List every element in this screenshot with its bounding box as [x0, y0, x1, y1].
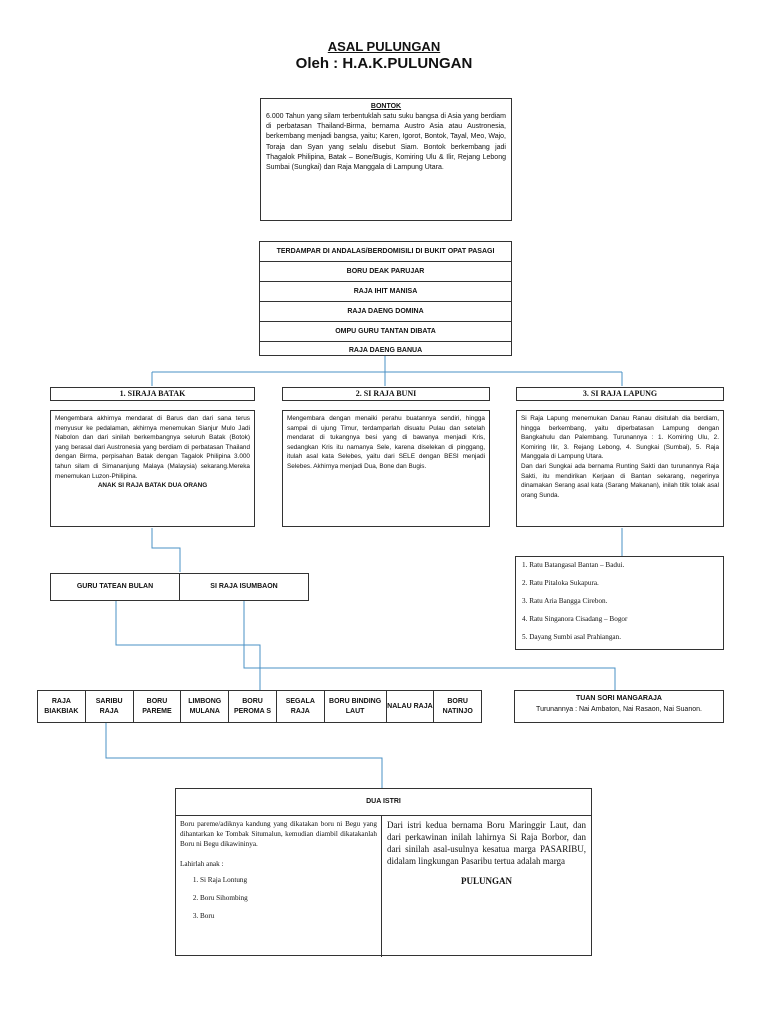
bontok-text: 6.000 Tahun yang silam terbentuklah satu… [266, 113, 506, 171]
branch-body-batak: Mengembara akhirnya mendarat di Barus da… [50, 410, 255, 527]
bontok-title: BONTOK [370, 103, 402, 110]
branch-title-buni: 2. SI RAJA BUNI [282, 387, 490, 401]
first-wife-section: Boru pareme/adiknya kandung yang dikatak… [176, 816, 382, 957]
connector-batak-sons [151, 528, 181, 572]
branch-text-2: Dan dari Sungkai ada bernama Runting Sak… [521, 463, 719, 499]
child-cell: RAJA BIAKBIAK [38, 691, 86, 722]
child-cell: BORU PAREME [134, 691, 182, 722]
first-wife-intro: Lahirlah anak : [180, 860, 224, 869]
child-cell: LIMBONG MULANA [181, 691, 230, 722]
branch-title-lapung: 3. SI RAJA LAPUNG [516, 387, 724, 401]
connector-saribu-duaistri [105, 723, 383, 788]
second-wife-section: Dari istri kedua bernama Boru Maringgir … [382, 816, 591, 957]
child-cell: BORU PEROMA S [229, 691, 277, 722]
pulungan-label: PULUNGAN [461, 875, 512, 886]
lineage-row: BORU DEAK PARUJAR [260, 262, 511, 282]
list-item: 5. Dayang Sumbi asal Prahiangan. [522, 633, 622, 642]
child-cell: SARIBU RAJA [86, 691, 134, 722]
list-item: 2. Ratu Pitaloka Sukapura. [522, 579, 599, 588]
child-cell: SEGALA RAJA [277, 691, 325, 722]
list-item: 1. Ratu Batangasal Bantan – Badui. [522, 561, 625, 569]
first-wife-children: Si Raja Lontung Boru Sihombing Boru [186, 875, 377, 921]
branch-note: ANAK SI RAJA BATAK DUA ORANG [97, 482, 208, 490]
child-cell: BORU NATINJO [442, 698, 473, 715]
page-title: ASAL PULUNGAN [327, 39, 441, 54]
lineage-row: RAJA DAENG DOMINA [260, 302, 511, 322]
second-wife-text: Dari istri kedua bernama Boru Maringgir … [387, 820, 586, 867]
list-item: 3. Ratu Aria Bangga Cirebon. [522, 597, 608, 606]
connector-guru-children [115, 601, 261, 690]
branch-text: Mengembara dengan menaiki perahu buatann… [287, 415, 485, 471]
tuan-sori-title: TUAN SORI MANGARAJA [576, 695, 662, 702]
first-wife-text: Boru pareme/adiknya kandung yang dikatak… [180, 820, 377, 849]
branch-body-lapung: Si Raja Lapung menemukan Danau Ranau dis… [516, 410, 724, 527]
connector-lineage-branches [151, 356, 623, 386]
lineage-row: RAJA IHIT MANISA [260, 282, 511, 302]
dua-istri-title: DUA ISTRI [176, 789, 591, 816]
child-cell: BORU BINDING LAUT [325, 691, 387, 722]
son-guru-tatean-bulan: GURU TATEAN BULAN [50, 573, 180, 601]
bontok-box: BONTOK 6.000 Tahun yang silam terbentukl… [260, 98, 512, 221]
page-author: Oleh : H.A.K.PULUNGAN [295, 55, 473, 72]
child-cell: NALAU RAJA [387, 691, 435, 722]
list-item: Si Raja Lontung [200, 875, 377, 885]
children-row: RAJA BIAKBIAK SARIBU RAJA BORU PAREME LI… [37, 690, 482, 723]
lapung-descendants-list: 1. Ratu Batangasal Bantan – Badui. 2. Ra… [515, 556, 724, 650]
branch-title-batak: 1. SIRAJA BATAK [50, 387, 255, 401]
lineage-row: OMPU GURU TANTAN DIBATA [260, 322, 511, 342]
list-item: Boru [200, 911, 377, 921]
tuan-sori-box: TUAN SORI MANGARAJA Turunannya : Nai Amb… [514, 690, 724, 723]
son-si-raja-isumbaon: SI RAJA ISUMBAON [179, 573, 309, 601]
lineage-row: RAJA DAENG BANUA [348, 347, 423, 355]
branch-text: Si Raja Lapung menemukan Danau Ranau dis… [521, 415, 719, 461]
list-item: 4. Ratu Singanora Cisadang – Bogor [522, 615, 628, 624]
branch-body-buni: Mengembara dengan menaiki perahu buatann… [282, 410, 490, 527]
tuan-sori-text: Turunannya : Nai Ambaton, Nai Rasaon, Na… [536, 705, 702, 713]
dua-istri-box: DUA ISTRI Boru pareme/adiknya kandung ya… [175, 788, 592, 957]
branch-text: Mengembara akhirnya mendarat di Barus da… [55, 415, 250, 480]
lineage-list: TERDAMPAR DI ANDALAS/BERDOMISILI DI BUKI… [259, 241, 512, 356]
list-item: Boru Sihombing [200, 893, 377, 903]
lineage-row: TERDAMPAR DI ANDALAS/BERDOMISILI DI BUKI… [260, 242, 511, 262]
